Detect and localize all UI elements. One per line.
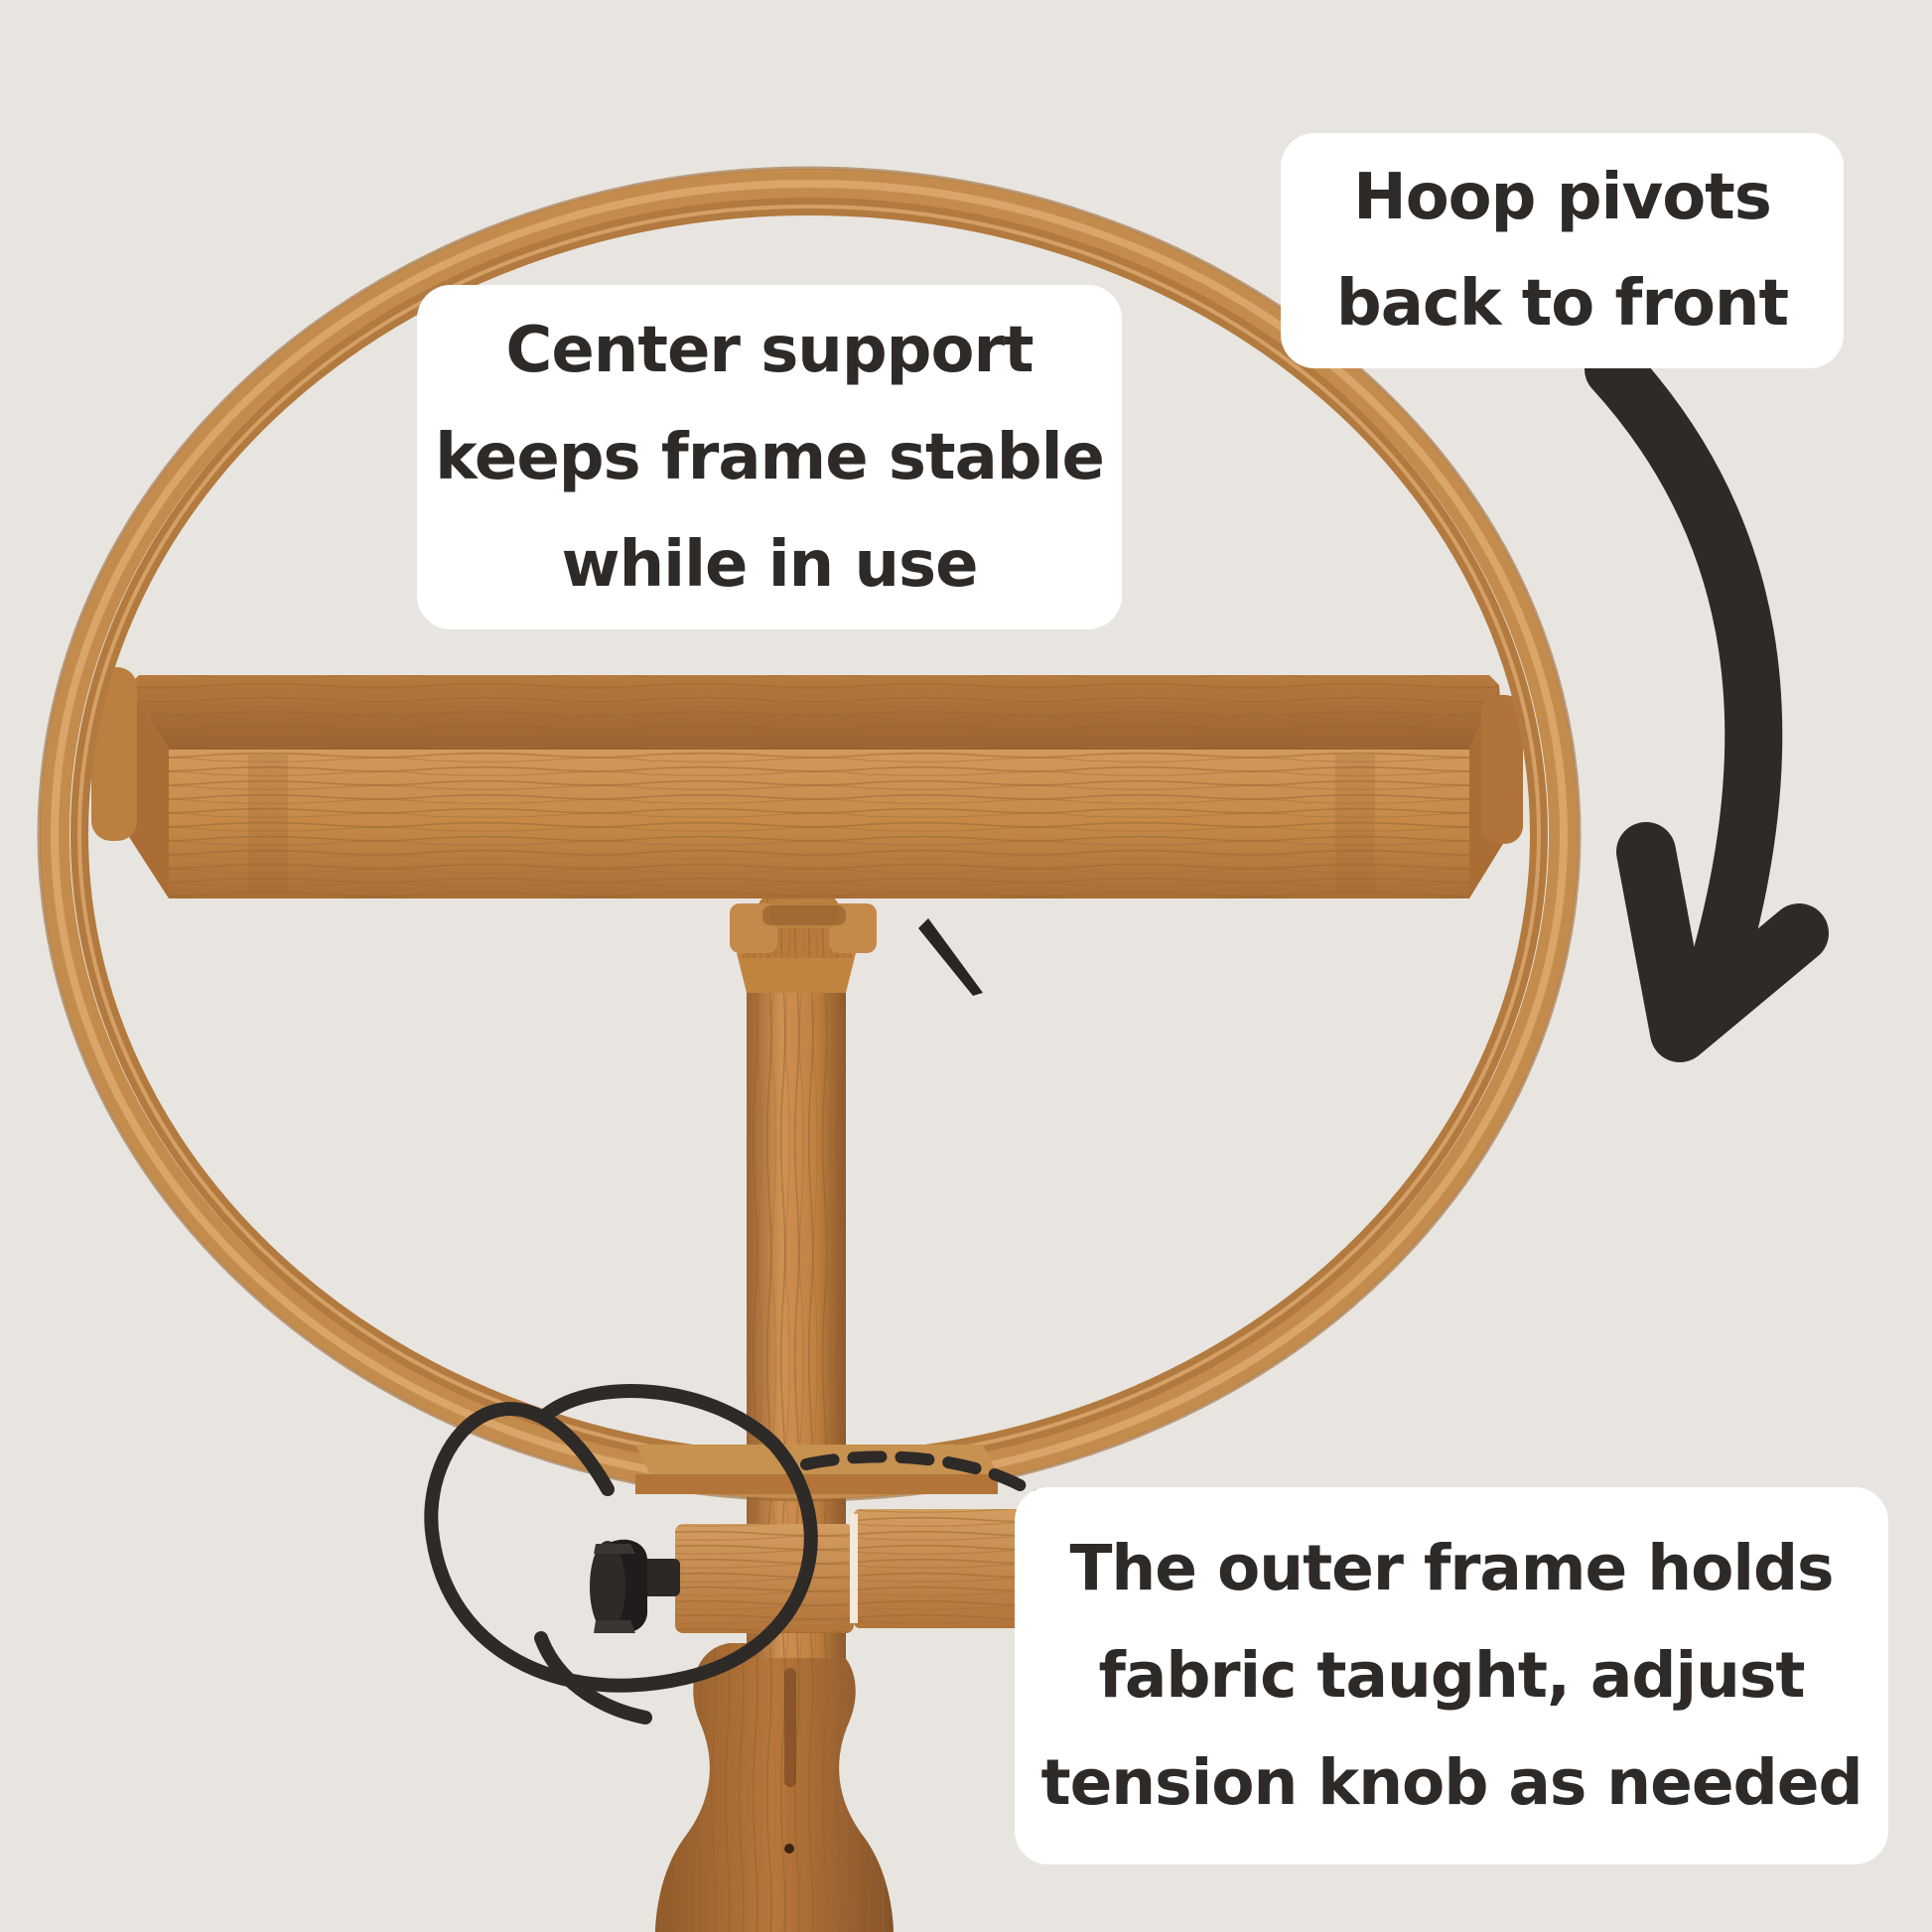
dashed-line [800, 1450, 1048, 1505]
callout-line: Center support [505, 313, 1034, 387]
callout-center-support-text: Center support keeps frame stable while … [435, 297, 1105, 619]
hand-drawn-circle-icon [424, 1384, 818, 1725]
callout-line: back to front [1335, 266, 1789, 341]
base-paddle [655, 1643, 894, 1932]
callout-outer-frame-text: The outer frame holds fabric taught, adj… [1040, 1515, 1863, 1837]
callout-line: Hoop pivots [1353, 160, 1772, 234]
callout-hoop-pivots: Hoop pivots back to front [1281, 133, 1844, 368]
callout-outer-frame: The outer frame holds fabric taught, adj… [1015, 1487, 1888, 1864]
curved-arrow-down-icon [1585, 341, 1829, 1062]
callout-hoop-pivots-text: Hoop pivots back to front [1335, 145, 1789, 357]
callout-center-support: Center support keeps frame stable while … [417, 285, 1122, 629]
callout-line: tension knob as needed [1040, 1746, 1863, 1819]
crossbar [91, 667, 1523, 898]
callout-line: fabric taught, adjust [1098, 1639, 1805, 1712]
callout-line: The outer frame holds [1069, 1532, 1834, 1604]
callout-line: keeps frame stable [435, 420, 1105, 494]
tension-knob [590, 1539, 680, 1633]
callout-line: while in use [561, 527, 978, 602]
pivot-joint [730, 898, 983, 996]
